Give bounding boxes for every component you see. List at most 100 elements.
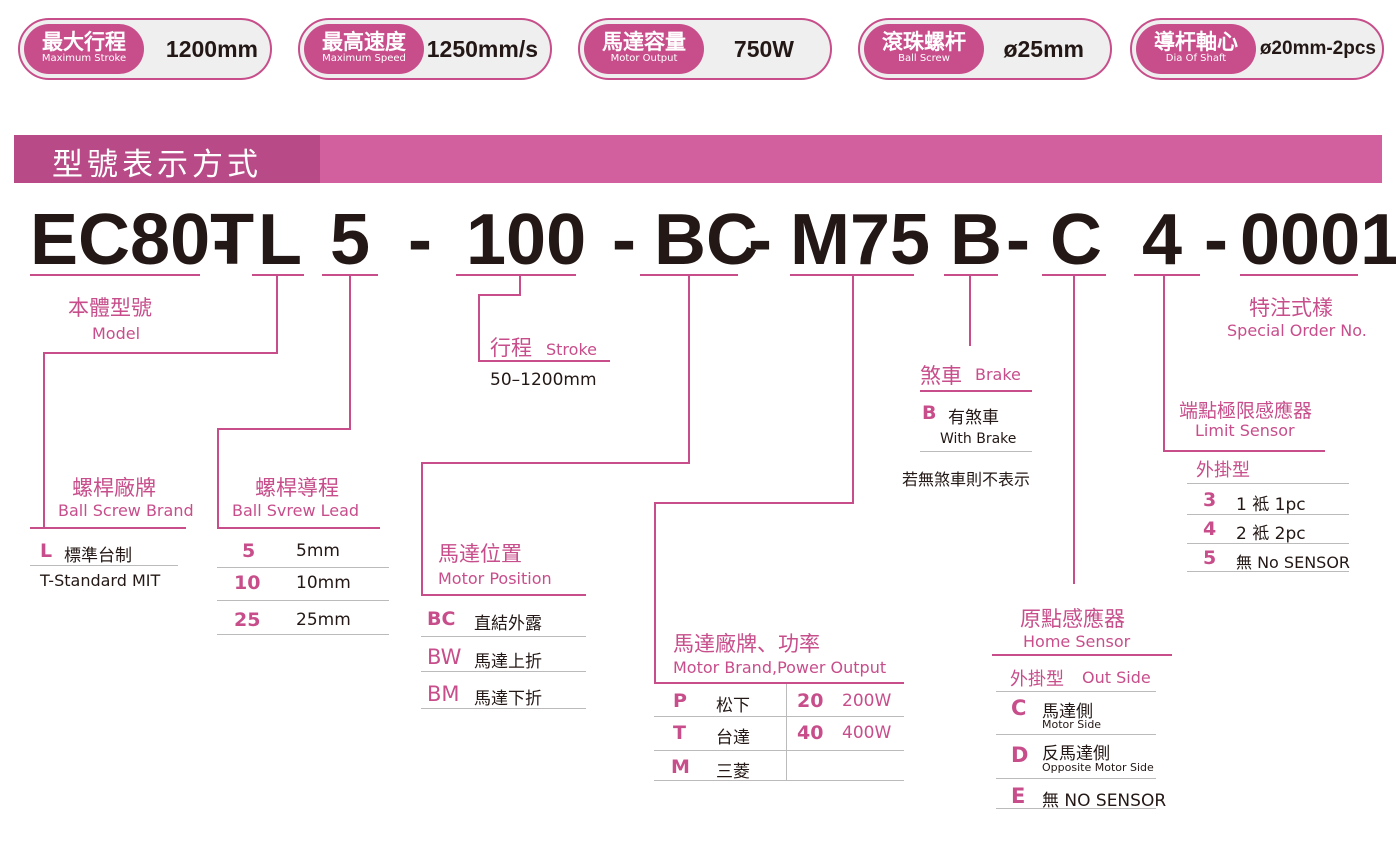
motor-power-value: 400W [842, 723, 892, 743]
spec-label-en: Maximum Stroke [41, 53, 127, 64]
spec-tag: 滾珠螺杆 Ball Screw [864, 24, 984, 74]
connector [478, 294, 480, 362]
section-rule [654, 682, 904, 684]
code-part-lead: 5 [330, 200, 371, 280]
lead-label-en: Ball Svrew Lead [232, 501, 360, 520]
stroke-range: 50–1200mm [490, 370, 597, 390]
spec-value: ø25mm [1003, 35, 1084, 62]
lead-value: 10mm [296, 573, 351, 593]
row-rule [30, 565, 178, 566]
row-rule [654, 780, 904, 781]
spec-label-zh: 滾珠螺杆 [882, 30, 966, 54]
home-label-zh: 原點感應器 [1020, 607, 1125, 631]
spec-label-zh: 馬達容量 [602, 30, 686, 54]
model-label-en: Model [92, 324, 141, 343]
code-underline [1042, 274, 1106, 276]
row-rule [996, 778, 1156, 779]
row-rule [421, 671, 586, 672]
home-type-zh: 外掛型 [1010, 669, 1064, 690]
code-dash: - [1204, 200, 1228, 280]
column-divider [786, 684, 787, 780]
lead-label-zh: 螺桿導程 [255, 476, 339, 500]
home-value: 無 NO SENSOR [1042, 791, 1167, 811]
code-dash: - [212, 200, 236, 280]
limit-code: 3 [1203, 489, 1217, 511]
connector [478, 294, 521, 296]
banner-title-bg [14, 135, 320, 183]
limit-label-en: Limit Sensor [1195, 421, 1295, 440]
section-rule [478, 360, 610, 362]
code-underline [790, 274, 914, 276]
limit-value: 1 袛 1pc [1236, 495, 1306, 515]
code-underline [1134, 274, 1200, 276]
row-rule [654, 716, 904, 717]
motor-brand-code: M [671, 756, 690, 778]
code-part-special: 0001 [1240, 200, 1396, 280]
spec-tag: 最大行程 Maximum Stroke [24, 24, 144, 74]
connector [1073, 276, 1075, 584]
motor-pos-code: BM [427, 682, 460, 706]
motor-brand-name: 三菱 [716, 762, 750, 782]
spec-label-en: Maximum Speed [322, 53, 406, 64]
spec-label-en: Dia Of Shaft [1165, 53, 1227, 64]
connector [43, 352, 278, 354]
connector [421, 462, 690, 464]
spec-value: 1250mm/s [426, 35, 538, 62]
section-rule [992, 654, 1172, 656]
code-part-brand: L [258, 200, 302, 280]
home-code: E [1011, 784, 1026, 808]
banner-title: 型號表示方式 [52, 147, 262, 183]
code-dash: - [612, 200, 636, 280]
home-label-en: Home Sensor [1023, 632, 1131, 651]
code-part-brake: B [950, 200, 1002, 280]
row-rule [217, 567, 389, 568]
row-rule [654, 750, 904, 751]
limit-label-zh: 端點極限感應器 [1179, 400, 1313, 422]
motor-pos-label-zh: 馬達位置 [438, 542, 522, 566]
connector [688, 276, 690, 464]
brand-sub: T-Standard MIT [40, 571, 161, 590]
brand-name: 標準台制 [64, 546, 132, 566]
motor-pos-value: 直結外露 [474, 614, 542, 634]
section-rule [30, 527, 186, 529]
row-rule [996, 808, 1156, 809]
stroke-label-zh: 行程 [490, 336, 532, 360]
brake-code: B [922, 402, 937, 424]
spec-pill-max-stroke: 最大行程 Maximum Stroke 1200mm [18, 18, 272, 80]
brand-label-zh: 螺桿廠牌 [72, 476, 156, 500]
lead-value: 5mm [296, 541, 340, 561]
connector [654, 502, 656, 684]
spec-pill-motor-output: 馬達容量 Motor Output 750W [578, 18, 832, 80]
code-part-home: C [1050, 200, 1102, 280]
motor-brand-label-en: Motor Brand,Power Output [673, 658, 887, 677]
connector [276, 276, 278, 354]
spec-pill-shaft: 導杆軸心 Dia Of Shaft ø20mm-2pcs [1130, 18, 1384, 80]
motor-pos-code: BC [427, 608, 456, 630]
lead-code: 5 [242, 540, 256, 562]
spec-pill-max-speed: 最高速度 Maximum Speed 1250mm/s [298, 18, 552, 80]
section-banner: 型號表示方式 [14, 135, 1382, 183]
row-rule [1187, 543, 1349, 544]
spec-label-zh: 最高速度 [322, 30, 406, 54]
spec-value: ø20mm-2pcs [1259, 38, 1376, 59]
motor-pos-label-en: Motor Position [438, 569, 552, 588]
brake-name: 有煞車 [948, 408, 999, 428]
code-dash: - [748, 200, 772, 280]
motor-brand-code: T [673, 722, 686, 744]
row-rule [1187, 483, 1349, 484]
row-rule [217, 634, 389, 635]
row-rule [996, 734, 1156, 735]
section-rule [920, 390, 1032, 392]
row-rule [1187, 514, 1349, 515]
code-underline [456, 274, 576, 276]
motor-power-code: 40 [797, 722, 824, 744]
home-value: 馬達側 [1042, 702, 1093, 722]
code-part-motor: M75 [790, 200, 931, 280]
spec-tag: 導杆軸心 Dia Of Shaft [1136, 24, 1256, 74]
brand-code: L [40, 540, 53, 562]
spec-value: 750W [733, 35, 794, 62]
motor-brand-name: 台達 [716, 728, 750, 748]
special-label-en: Special Order No. [1227, 321, 1367, 340]
connector [969, 276, 971, 346]
limit-type-zh: 外掛型 [1196, 460, 1250, 481]
